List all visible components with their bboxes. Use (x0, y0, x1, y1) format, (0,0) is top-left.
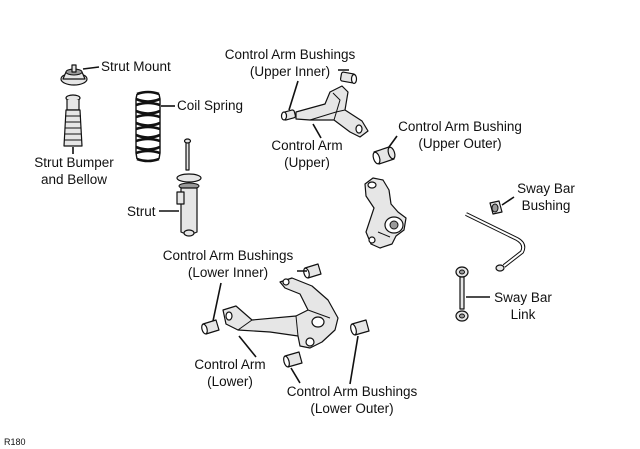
sway-bar-link (455, 266, 469, 322)
lower-inner-bushings (201, 263, 322, 335)
leader-lines (72, 66, 515, 385)
upper-inner-bushings (280, 71, 358, 121)
label-upper-control-arm: Control Arm (Upper) (255, 137, 359, 171)
label-lower-inner-line2: (Lower Inner) (187, 265, 269, 280)
label-upper-inner-bushings: Control Arm Bushings (Upper Inner) (210, 46, 370, 80)
label-sway-link-line2: Link (510, 307, 536, 322)
coil-spring (135, 90, 161, 163)
label-upper-outer-line2: (Upper Outer) (418, 136, 502, 151)
lower-outer-bushings (283, 319, 370, 368)
figure-id: R180 (4, 437, 26, 447)
label-coil-spring: Coil Spring (177, 98, 244, 113)
upper-control-arm (295, 85, 369, 138)
label-upper-inner-line1: Control Arm Bushings (224, 47, 356, 62)
label-sway-bushing-line1: Sway Bar (517, 181, 575, 196)
steering-knuckle (364, 177, 407, 249)
label-upper-outer-line1: Control Arm Bushing (398, 119, 522, 134)
label-strut-mount: Strut Mount (101, 59, 171, 74)
label-sway-bar-bushing: Sway Bar Bushing (504, 180, 588, 214)
sway-bar (465, 200, 526, 272)
label-sway-link-line1: Sway Bar (494, 290, 552, 305)
label-upper-arm-line2: (Upper) (284, 155, 330, 170)
strut-mount (60, 64, 88, 86)
label-lower-arm-line1: Control Arm (194, 357, 266, 372)
label-lower-inner-bushings: Control Arm Bushings (Lower Inner) (148, 247, 308, 281)
label-sway-bushing-line2: Bushing (521, 198, 571, 213)
label-upper-arm-line1: Control Arm (271, 138, 343, 153)
label-sway-bar-link: Sway Bar Link (481, 289, 565, 323)
label-lower-outer-line2: (Lower Outer) (310, 401, 394, 416)
label-strut: Strut (127, 204, 156, 219)
strut (176, 138, 202, 237)
label-strut-bumper-bellow: Strut Bumper and Bellow (26, 154, 122, 188)
label-lower-inner-line1: Control Arm Bushings (162, 248, 294, 263)
label-strut-bumper-line1: Strut Bumper (34, 155, 114, 170)
label-lower-outer-line1: Control Arm Bushings (286, 384, 418, 399)
label-upper-outer-bushing: Control Arm Bushing (Upper Outer) (385, 118, 535, 152)
lower-control-arm (222, 277, 339, 349)
label-lower-control-arm: Control Arm (Lower) (178, 356, 282, 390)
label-lower-arm-line2: (Lower) (207, 374, 253, 389)
label-strut-bumper-line2: and Bellow (40, 172, 108, 187)
label-lower-outer-bushings: Control Arm Bushings (Lower Outer) (272, 383, 432, 417)
label-upper-inner-line2: (Upper Inner) (249, 64, 331, 79)
strut-bumper-bellow (63, 94, 83, 147)
